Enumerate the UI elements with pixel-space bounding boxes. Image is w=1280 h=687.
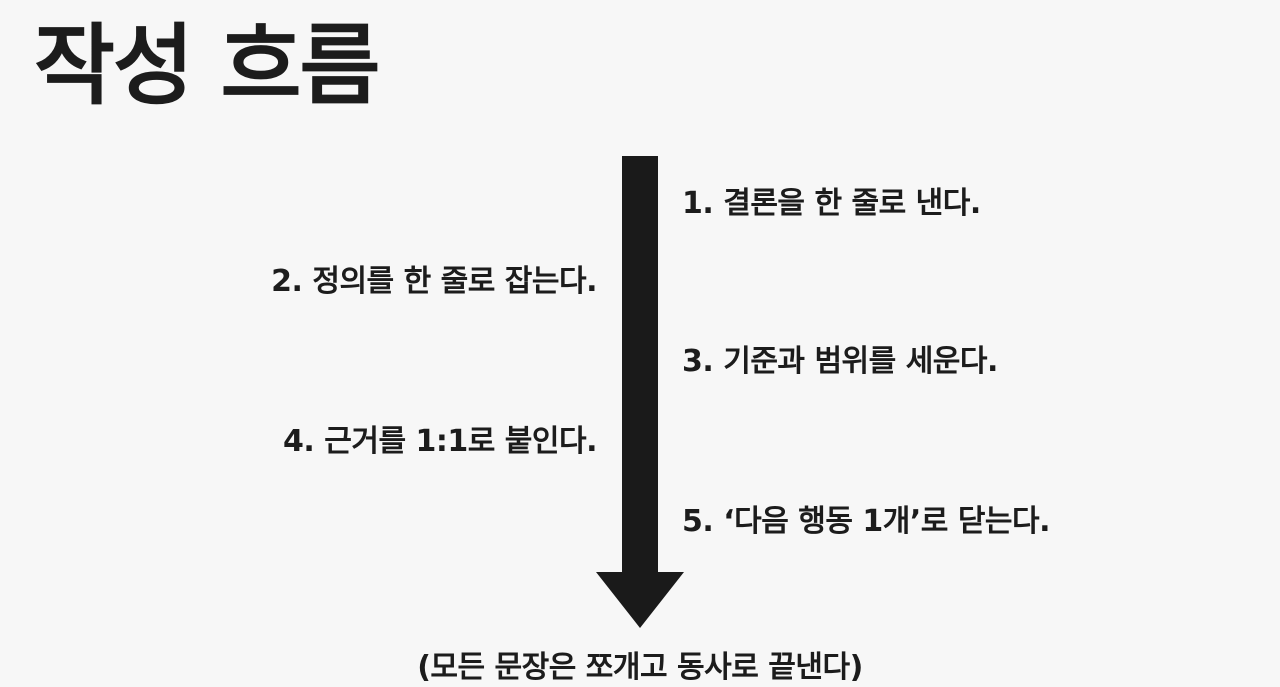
step-3: 3. 기준과 범위를 세운다. [682,344,998,379]
arrow-head [596,572,684,628]
step-5: 5. ‘다음 행동 1개’로 닫는다. [682,504,1051,539]
step-4: 4. 근거를 1:1로 붙인다. [283,424,597,459]
arrow-shaft [622,156,658,576]
step-1: 1. 결론을 한 줄로 낸다. [682,186,981,221]
step-2: 2. 정의를 한 줄로 잡는다. [271,264,597,299]
page-title: 작성 흐름 [34,14,380,117]
footer-note: (모든 문장은 쪼개고 동사로 끝낸다) [417,650,863,685]
